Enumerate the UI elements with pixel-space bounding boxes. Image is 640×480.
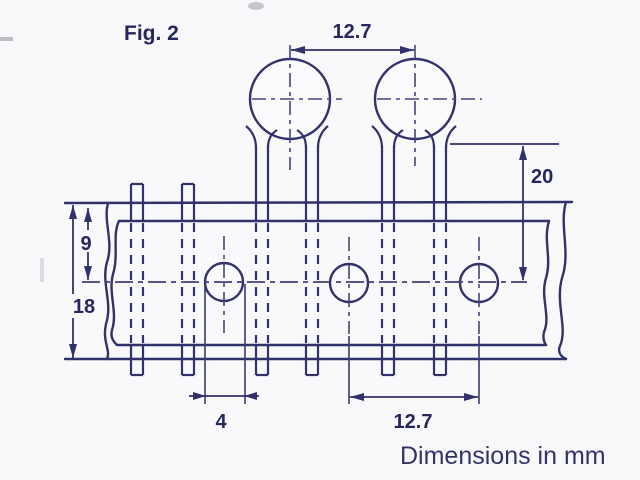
dim-label-hole-diameter: 4 (215, 411, 227, 433)
dim-label-hole-pitch: 12.7 (394, 411, 433, 433)
lead-cap1-left (254, 146, 270, 377)
dim-label-tape-width: 18 (73, 296, 95, 318)
dimension-lead-height: 20 (450, 143, 559, 281)
lead-cap1-right (304, 146, 320, 377)
dimension-tape-width: 18 (69, 205, 99, 358)
dim-label-lead-height: 20 (531, 166, 553, 188)
dimension-hole-offset: 9 (77, 208, 98, 280)
adhesive-right-break-line (542, 219, 551, 347)
lead-stub-1 (129, 182, 145, 377)
tape-right-break-line (557, 200, 568, 361)
dimension-hole-pitch: 12.7 (348, 336, 480, 433)
adhesive-left-break-line (110, 219, 121, 347)
capacitor-body-2 (371, 45, 482, 166)
figure-label: Fig. 2 (124, 22, 179, 45)
dimension-hole-diameter: 4 (189, 284, 259, 433)
adhesive-tape-outline (110, 219, 551, 347)
capacitor-body-1 (245, 45, 342, 170)
dim-label-hole-offset: 9 (80, 233, 91, 255)
sprocket-holes (82, 236, 527, 334)
scan-artifact-left (0, 37, 13, 41)
lead-cap2-right (432, 146, 448, 377)
tape-left-break-line (103, 201, 111, 361)
dim-label-top-pitch: 12.7 (333, 21, 372, 43)
lead-cap2-left (380, 146, 396, 377)
dimension-top-pitch: 12.7 (291, 21, 414, 54)
scan-artifact-top (248, 2, 264, 10)
dimensions-unit-note: Dimensions in mm (400, 442, 606, 470)
lead-stub-2 (180, 182, 196, 377)
scan-artifact-mid (40, 258, 44, 282)
